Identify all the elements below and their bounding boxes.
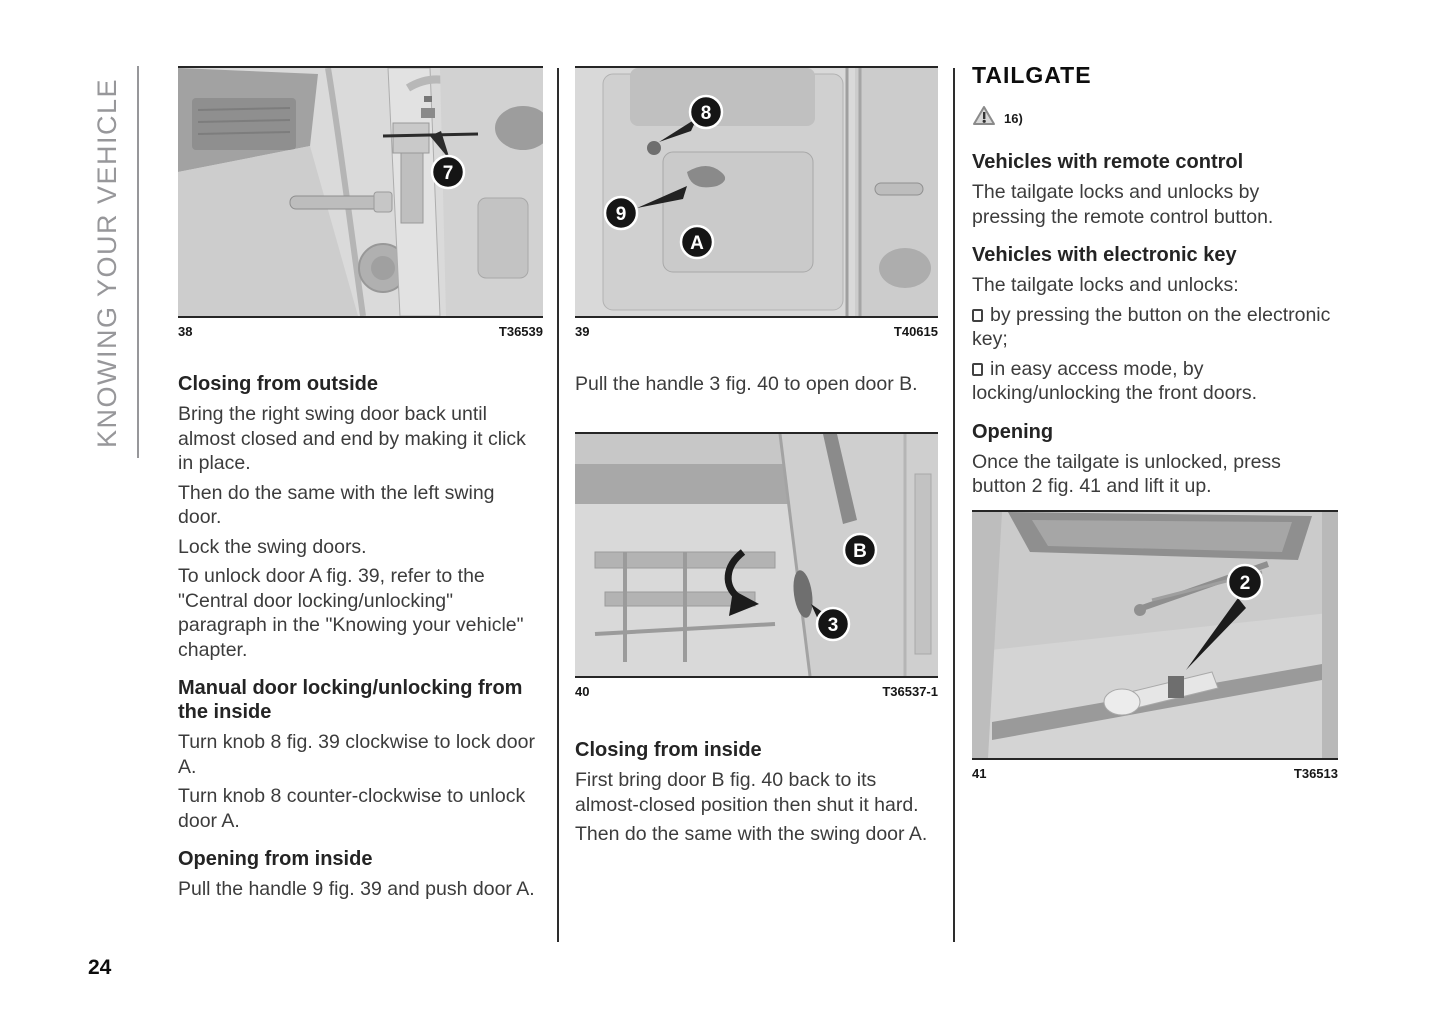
paragraph: Turn knob 8 fig. 39 clockwise to lock do… <box>178 731 535 778</box>
figure-38-illustration: 7 <box>178 66 543 318</box>
callout-A: A <box>679 224 715 260</box>
section-heading: Vehicles with remote control <box>972 151 1244 173</box>
svg-text:9: 9 <box>616 204 627 225</box>
svg-text:8: 8 <box>701 103 712 124</box>
figure-number: 40 <box>575 684 590 699</box>
bullet-text: in easy access mode, by locking/unlockin… <box>972 357 1258 405</box>
page-number: 24 <box>88 956 112 979</box>
figure-40-illustration: B 3 <box>575 432 938 678</box>
sidebar-rule <box>137 66 139 458</box>
warning-row: 16) <box>972 105 1338 132</box>
warning-reference: 16) <box>1004 111 1023 126</box>
column-2-text: Closing from inside First bring door B f… <box>575 738 938 852</box>
figure-number: 41 <box>972 766 987 781</box>
figure-code: T40615 <box>893 324 938 339</box>
column-3-text: Vehicles with remote control The tailgat… <box>972 150 1338 499</box>
column-divider-2 <box>953 68 955 942</box>
svg-text:3: 3 <box>828 615 839 636</box>
paragraph: Then do the same with the left swing doo… <box>178 481 495 529</box>
bullet-item: by pressing the button on the electronic… <box>972 303 1338 352</box>
paragraph: To unlock door A fig. 39, refer to the "… <box>178 565 524 661</box>
figure-39: 8 9 A 39 T40615 <box>575 66 938 339</box>
callout-9: 9 <box>603 195 639 231</box>
figure-number: 38 <box>178 324 193 339</box>
section-heading: Opening <box>972 420 1054 443</box>
callout-2: 2 <box>1226 563 1264 601</box>
svg-text:B: B <box>853 541 867 562</box>
svg-text:2: 2 <box>1240 573 1251 594</box>
page-title: TAILGATE <box>972 62 1092 88</box>
figure-39-caption: 39 T40615 <box>575 324 938 339</box>
column-1: 7 38 T36539 Closing from outside Bring t… <box>178 66 543 900</box>
figure-41-illustration: 2 <box>972 510 1338 760</box>
section-heading: Opening from inside <box>178 848 373 870</box>
figure-39-illustration: 8 9 A <box>575 66 938 318</box>
figure-code: T36539 <box>498 324 543 339</box>
column-3: TAILGATE 16) Vehicles with remote contro… <box>972 62 1338 781</box>
figure-number: 39 <box>575 324 590 339</box>
callout-8: 8 <box>688 94 724 130</box>
figure-41-caption: 41 T36513 <box>972 766 1338 781</box>
paragraph: Once the tailgate is unlocked, press but… <box>972 450 1281 498</box>
figure-41: 2 41 T36513 <box>972 510 1338 781</box>
callout-B: B <box>842 532 878 568</box>
column-divider-1 <box>557 68 559 942</box>
section-heading: Closing from outside <box>178 373 378 395</box>
paragraph: Pull the handle 3 fig. 40 to open door B… <box>575 373 918 395</box>
svg-text:A: A <box>690 233 704 254</box>
paragraph: The tailgate locks and unlocks by pressi… <box>972 181 1274 228</box>
paragraph: Pull the handle 9 fig. 39 and push door … <box>178 878 535 900</box>
square-bullet-icon <box>972 308 983 322</box>
figure-code: T36537-1 <box>882 684 938 699</box>
paragraph: The tailgate locks and unlocks: <box>972 274 1239 296</box>
square-bullet-icon <box>972 362 983 376</box>
bullet-item: in easy access mode, by locking/unlockin… <box>972 357 1338 406</box>
section-heading: Vehicles with electronic key <box>972 244 1237 266</box>
paragraph: Lock the swing doors. <box>178 535 367 558</box>
figure-40: B 3 40 T36537-1 <box>575 432 938 699</box>
figure-38-caption: 38 T36539 <box>178 324 543 339</box>
figure-40-caption: 40 T36537-1 <box>575 684 938 699</box>
svg-text:7: 7 <box>443 163 454 184</box>
callout-7: 7 <box>430 154 466 190</box>
figure-38: 7 38 T36539 <box>178 66 543 339</box>
paragraph: Turn knob 8 counter-clockwise to unlock … <box>178 785 526 832</box>
paragraph: Then do the same with the swing door A. <box>575 823 928 845</box>
column-2: 8 9 A 39 T40615 P <box>575 66 938 845</box>
chapter-sidebar-label: KNOWING YOUR VEHICLE <box>92 77 122 449</box>
paragraph: Bring the right swing door back until al… <box>178 403 526 474</box>
callout-3: 3 <box>815 606 851 642</box>
section-heading: Closing from inside <box>575 739 762 761</box>
paragraph: First bring door B fig. 40 back to its a… <box>575 769 919 816</box>
bullet-text: by pressing the button on the electronic… <box>972 303 1331 351</box>
warning-triangle-icon <box>972 105 996 132</box>
column-1-text: Closing from outside Bring the right swi… <box>178 372 543 907</box>
figure-code: T36513 <box>1293 766 1338 781</box>
section-heading: Manual door locking/unlocking from the i… <box>178 677 523 723</box>
